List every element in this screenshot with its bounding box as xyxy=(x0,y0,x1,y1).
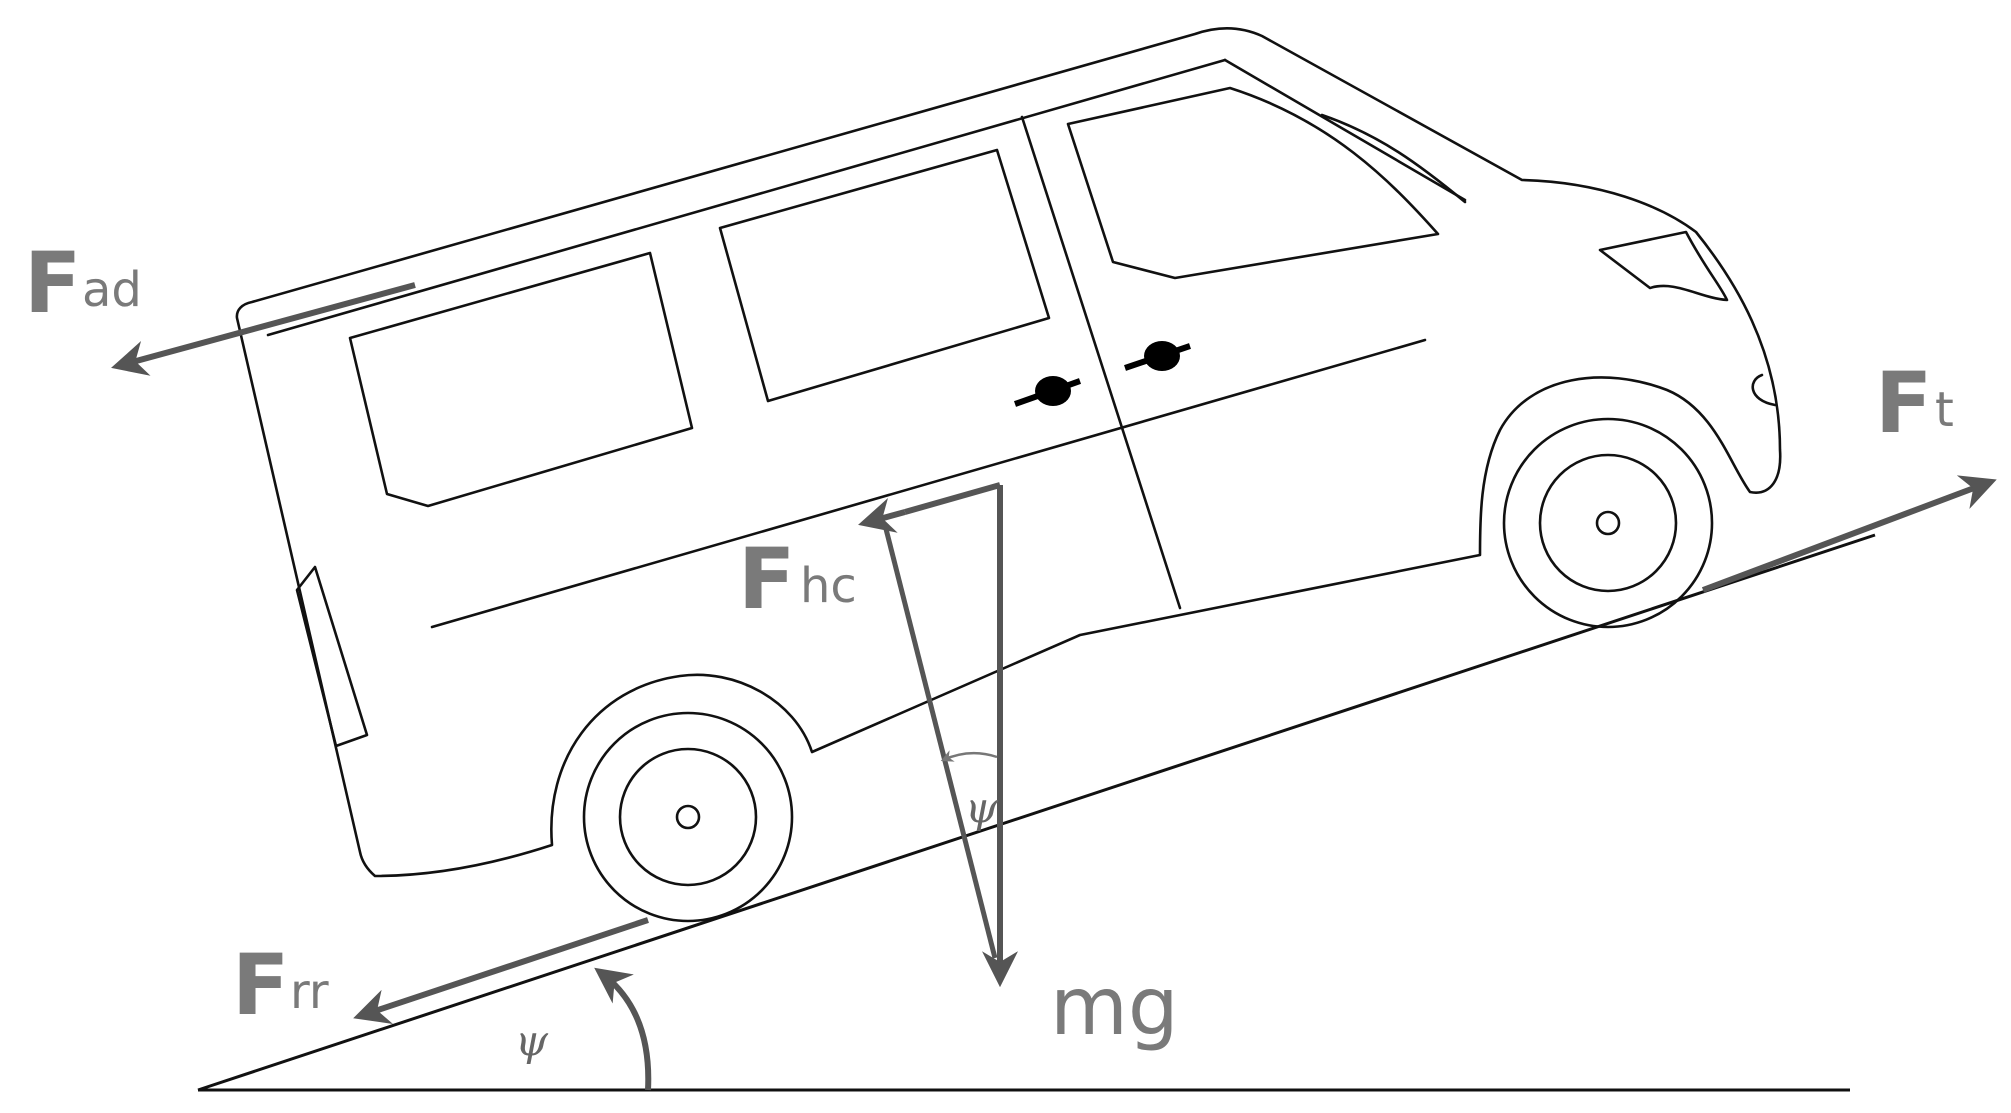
rolling-resistance-symbol: F xyxy=(232,936,289,1034)
van-outline xyxy=(235,26,1782,923)
force-angle-label: ψ xyxy=(965,783,999,832)
rolling-resistance-arrow xyxy=(353,917,649,1024)
traction-symbol: F xyxy=(1875,354,1932,452)
hill-climb-top-connector xyxy=(904,482,1001,515)
aero-drag-arrow xyxy=(111,282,416,376)
weight-label: mg xyxy=(1050,960,1179,1053)
hill-climb-return xyxy=(882,524,998,959)
force-angle-arc xyxy=(940,750,998,762)
rolling-resistance-subscript: rr xyxy=(290,964,329,1020)
slope-angle-label: ψ xyxy=(515,1016,549,1065)
aero-drag-subscript: ad xyxy=(82,262,142,318)
incline-line xyxy=(197,533,1876,1092)
front-wheel xyxy=(1502,417,1714,629)
van-body xyxy=(235,26,1782,878)
rear-wheel xyxy=(582,711,794,923)
aero-drag-symbol: F xyxy=(24,234,81,332)
traction-arrow xyxy=(1701,475,1997,593)
hill-climb-symbol: F xyxy=(738,530,795,628)
hill-climb-arrow xyxy=(858,498,906,533)
hill-climb-subscript: hc xyxy=(800,558,857,614)
traction-subscript: t xyxy=(1935,382,1954,438)
slope-angle-arc xyxy=(594,967,652,1091)
